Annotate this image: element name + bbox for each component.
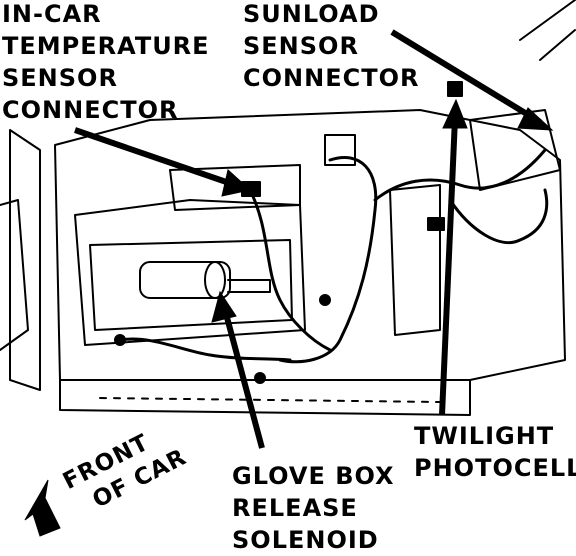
glove-box-inner	[89, 239, 293, 331]
instrument-panel-outline	[54, 109, 566, 381]
in-car-label-line-4: CONNECTOR	[2, 96, 179, 124]
harness-loop	[448, 188, 549, 245]
solenoid-plunger	[227, 279, 271, 293]
sunload-label-line-1: SUNLOAD	[243, 0, 380, 28]
sunload-connector	[447, 81, 463, 97]
in-car-temperature-sensor-label: IN-CAR TEMPERATURE SENSOR CONNECTOR	[2, 0, 210, 126]
twilight-label-line-2: PHOTOCELL	[414, 454, 576, 482]
glove-box-housing	[74, 199, 306, 346]
top-relay	[324, 134, 356, 166]
windshield-edge-2	[539, 29, 576, 61]
sunload-sensor-label: SUNLOAD SENSOR CONNECTOR	[243, 0, 419, 94]
door-frame	[9, 129, 41, 391]
lower-rail-holes	[99, 397, 441, 403]
twilight-label-line-1: TWILIGHT	[414, 422, 555, 450]
door-edge	[0, 199, 29, 351]
glove-box-release-solenoid-label: GLOVE BOX RELEASE SOLENOID	[232, 460, 395, 556]
screw-1	[114, 334, 126, 346]
front-of-car-arrow	[24, 479, 61, 537]
solenoid-body	[139, 261, 231, 299]
glove-label-line-2: RELEASE	[232, 494, 358, 522]
duct-top	[169, 164, 301, 211]
screw-2	[254, 372, 266, 384]
main-harness	[278, 155, 378, 364]
left-wire	[118, 337, 292, 362]
right-bracket	[389, 184, 441, 336]
twilight-photocell-label: TWILIGHT PHOTOCELL	[414, 420, 576, 484]
arrow-in-car	[74, 127, 239, 189]
glove-label-line-3: SOLENOID	[232, 526, 379, 554]
photocell-connector	[427, 217, 445, 231]
lower-rail	[59, 379, 471, 416]
arrow-in-car-head	[221, 169, 252, 197]
windshield-edge	[519, 0, 576, 41]
screw-3	[319, 294, 331, 306]
glove-label-line-1: GLOVE BOX	[232, 462, 395, 490]
arrow-twilight-head	[442, 98, 468, 129]
arrow-sunload-head	[517, 107, 554, 131]
arrow-glove	[222, 309, 265, 449]
arrow-glove-head	[211, 290, 237, 323]
in-car-label-line-2: TEMPERATURE	[2, 32, 210, 60]
arrow-twilight	[439, 117, 458, 416]
in-car-sensor-wire	[248, 188, 332, 352]
solenoid-end	[204, 261, 226, 299]
in-car-label-line-1: IN-CAR	[2, 0, 102, 28]
sunload-label-line-3: CONNECTOR	[243, 64, 420, 92]
arrow-sunload	[390, 29, 542, 125]
harness-branch	[373, 148, 547, 202]
in-car-label-line-3: SENSOR	[2, 64, 118, 92]
sunload-label-line-2: SENSOR	[243, 32, 359, 60]
